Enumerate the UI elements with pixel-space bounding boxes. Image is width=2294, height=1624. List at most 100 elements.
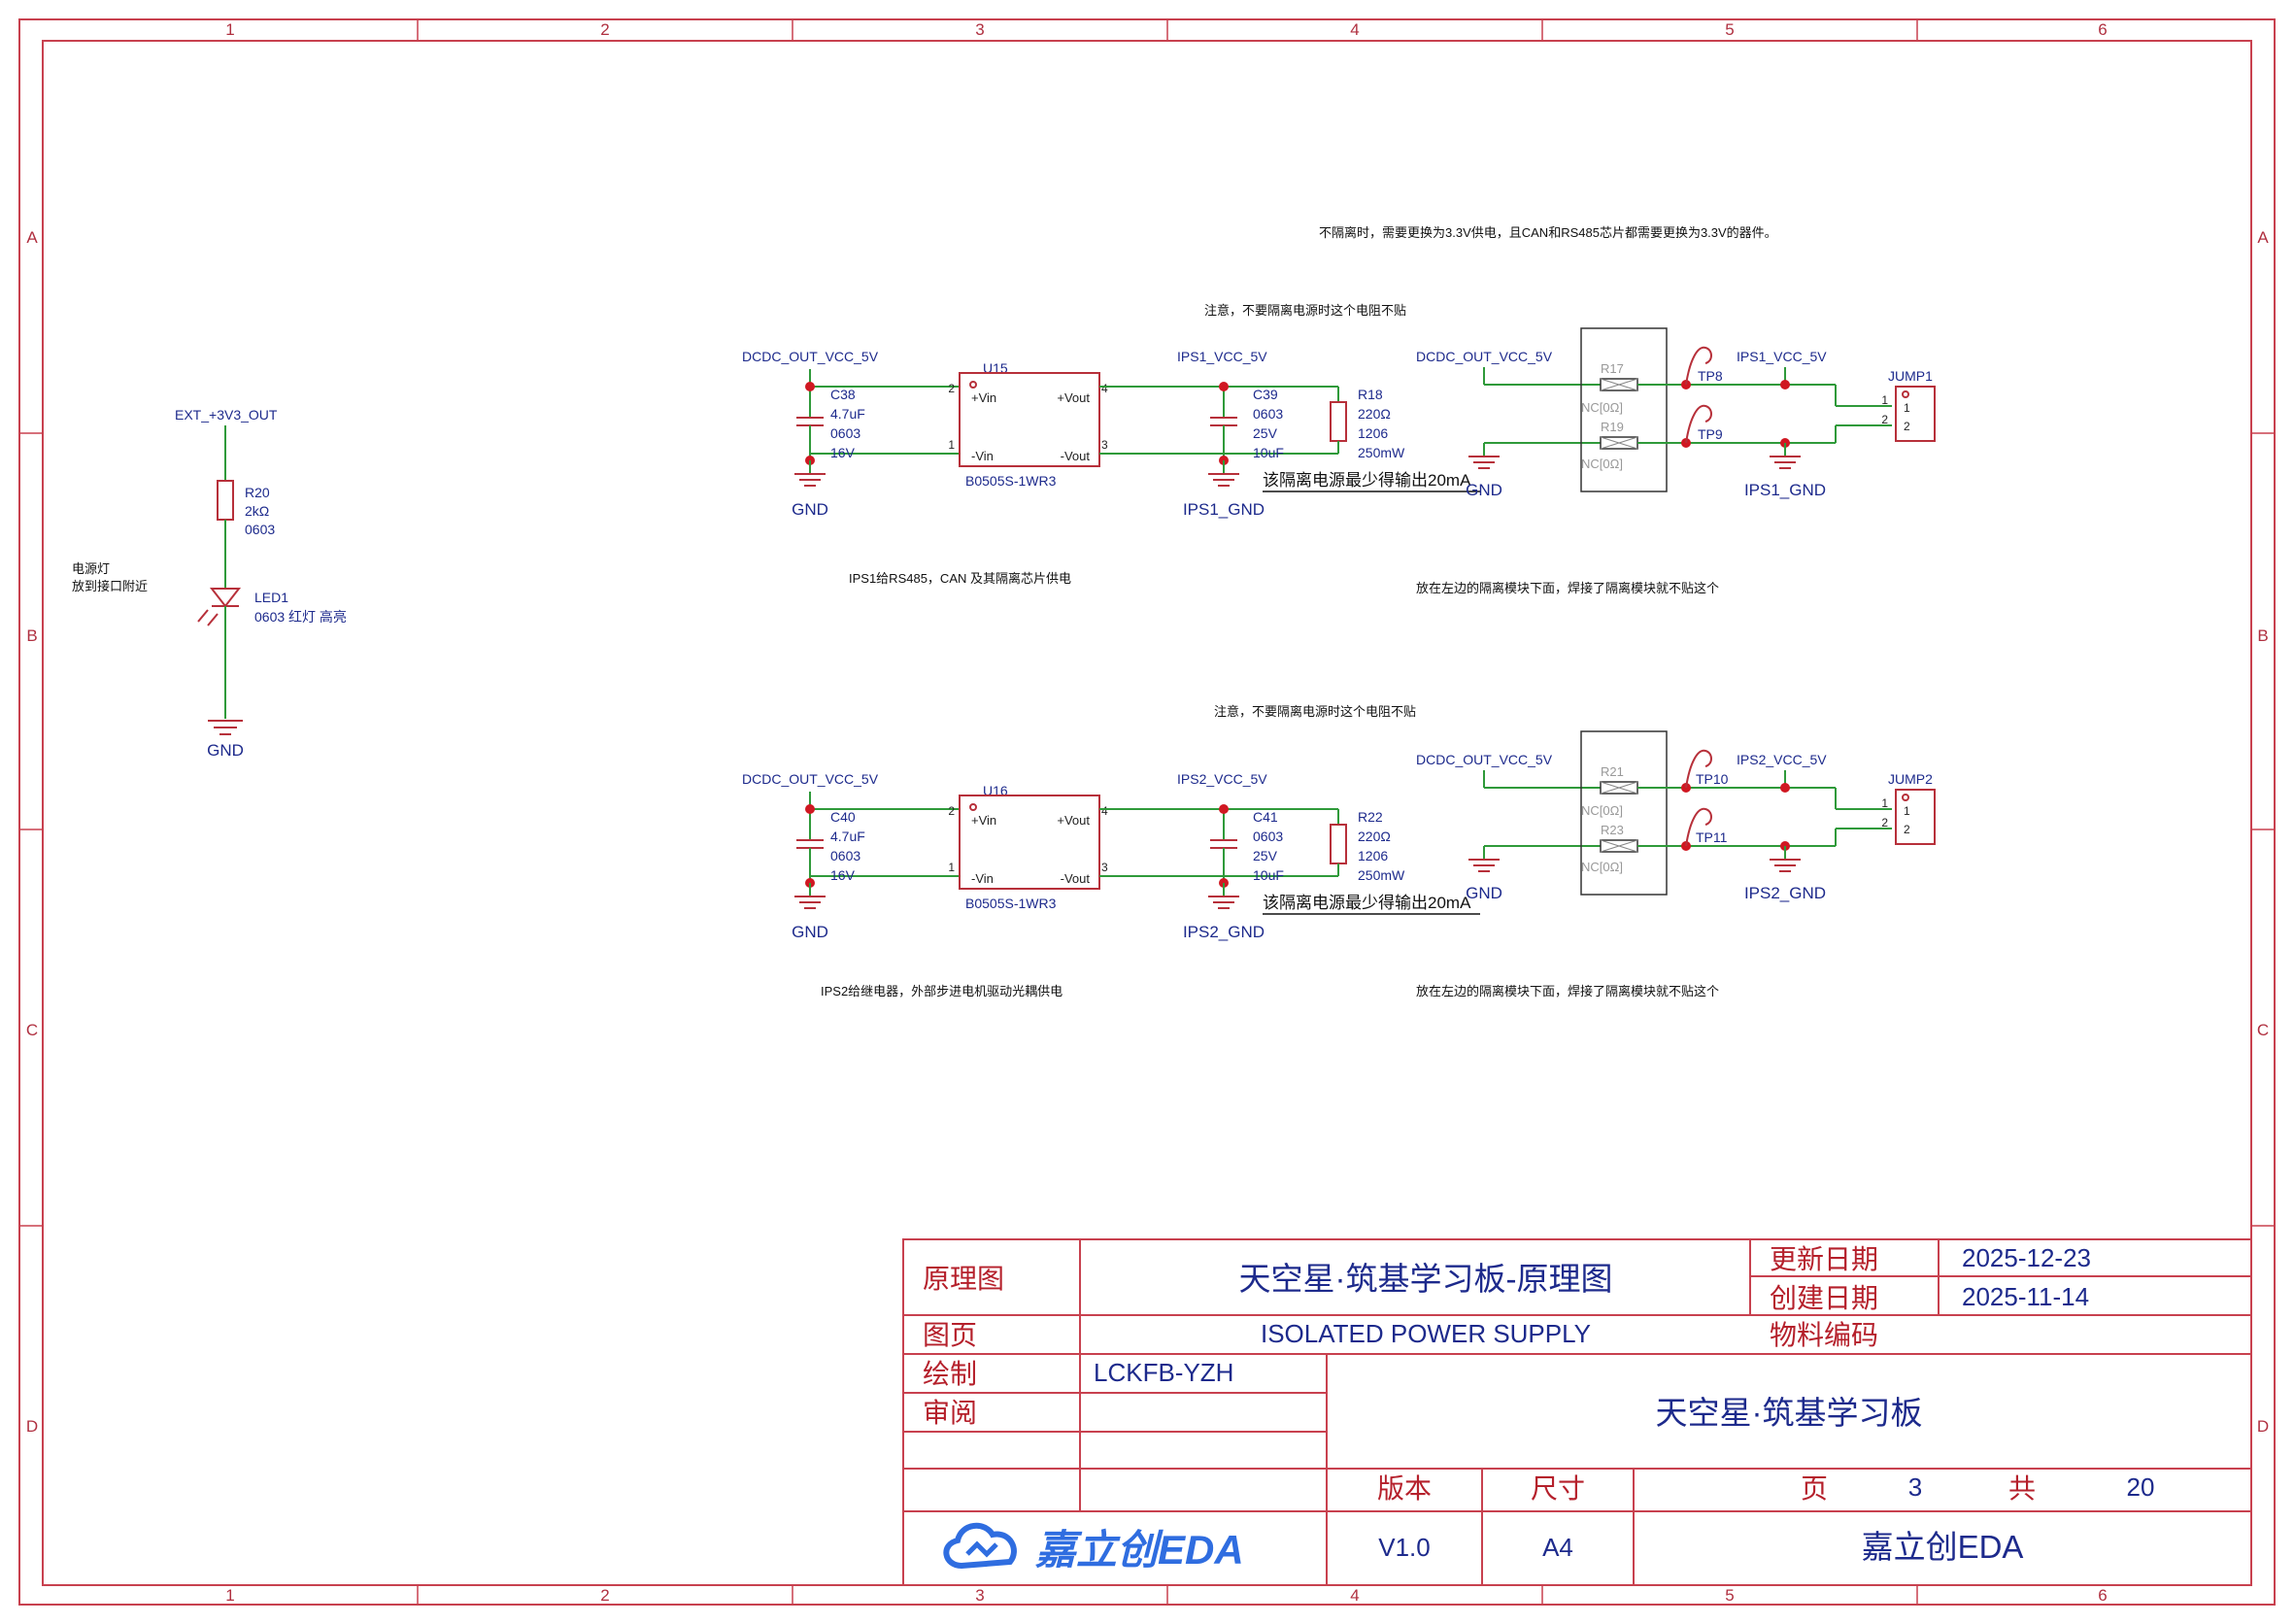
column-labels-top: 1 2 3 4 5 6 <box>225 20 2107 39</box>
part-value: 4.7uF <box>830 406 865 422</box>
outer-border <box>18 18 2276 1606</box>
note: IPS1给RS485，CAN 及其隔离芯片供电 <box>849 571 1071 586</box>
test-point-icon <box>1685 346 1712 386</box>
svg-text:1: 1 <box>948 438 955 452</box>
ref-designator: R22 <box>1358 809 1383 825</box>
part-value: NC[0Ω] <box>1581 400 1623 415</box>
title-block: 原理图 天空星·筑基学习板-原理图 更新日期 2025-12-23 创建日期 2… <box>902 1238 2252 1586</box>
row-label: C <box>2257 1021 2269 1039</box>
net-label: GND <box>1466 884 1502 902</box>
drawing-title: 天空星·筑基学习板-原理图 <box>1239 1261 1613 1297</box>
part-package: 25V <box>1253 848 1278 863</box>
svg-text:1: 1 <box>1881 393 1888 407</box>
title-block-label: 共 <box>2008 1473 2036 1504</box>
company-name: 嘉立创EDA <box>1862 1529 2024 1565</box>
title-block-label: 尺寸 <box>1531 1473 1585 1504</box>
title-block-label: 图页 <box>923 1320 977 1350</box>
row-label: B <box>26 626 37 645</box>
part-number: B0505S-1WR3 <box>965 896 1057 911</box>
col-label: 1 <box>225 1586 234 1605</box>
svg-text:2: 2 <box>948 382 955 395</box>
page-name: ISOLATED POWER SUPPLY <box>1261 1319 1591 1348</box>
part-package: 0603 <box>830 848 860 863</box>
part-value: 2kΩ <box>245 503 269 519</box>
ref-designator: R18 <box>1358 387 1383 402</box>
svg-text:+Vin: +Vin <box>971 390 996 405</box>
title-block-label: 物料编码 <box>1770 1320 1878 1350</box>
lceda-logo: 嘉立创EDA <box>943 1523 1244 1573</box>
note: 放在左边的隔离模块下面，焊接了隔离模块就不贴这个 <box>1416 581 1719 595</box>
version: V1.0 <box>1378 1533 1431 1562</box>
note: 电源灯 <box>72 561 110 576</box>
ref-designator: JUMP1 <box>1888 368 1933 384</box>
ref-designator: C41 <box>1253 809 1278 825</box>
net-label: IPS1_GND <box>1183 500 1265 519</box>
svg-text:-Vin: -Vin <box>971 449 994 463</box>
junction <box>805 804 815 814</box>
net-label: GND <box>207 741 244 760</box>
title-block-label: 创建日期 <box>1770 1283 1878 1313</box>
net-label: IPS2_VCC_5V <box>1177 771 1267 787</box>
col-label: 4 <box>1350 1586 1359 1605</box>
part-power: 250mW <box>1358 445 1405 460</box>
col-label: 2 <box>600 1586 609 1605</box>
svg-text:+Vout: +Vout <box>1057 390 1090 405</box>
ref-designator: TP9 <box>1698 426 1723 442</box>
svg-text:2: 2 <box>1881 413 1888 426</box>
isolated-supply-block-1: 注意，不要隔离电源时这个电阻不贴 DCDC_OUT_VCC_5V C38 4.7… <box>742 303 1936 595</box>
updated-date: 2025-12-23 <box>1962 1243 2091 1272</box>
svg-text:2: 2 <box>1881 816 1888 829</box>
column-labels-bottom: 1 2 3 4 5 6 <box>225 1586 2107 1605</box>
svg-text:4: 4 <box>1101 382 1108 395</box>
part-power: 250mW <box>1358 867 1405 883</box>
row-label: D <box>26 1417 38 1436</box>
note: 不隔离时，需要更换为3.3V供电，且CAN和RS485芯片都需要更换为3.3V的… <box>1319 225 1777 240</box>
part-value: NC[0Ω] <box>1581 860 1623 874</box>
net-label: GND <box>792 923 828 941</box>
net-label: GND <box>1466 481 1502 499</box>
ref-designator: C39 <box>1253 387 1278 402</box>
part-value: 4.7uF <box>830 829 865 844</box>
column-grid <box>417 19 1918 1605</box>
part-value: 220Ω <box>1358 406 1391 422</box>
part-voltage: 16V <box>830 867 856 883</box>
part-voltage: 10uF <box>1253 445 1284 460</box>
svg-text:1: 1 <box>948 861 955 874</box>
note: IPS2给继电器，外部步进电机驱动光耦供电 <box>821 984 1063 998</box>
junction <box>1780 783 1790 793</box>
resistor-r22 <box>1330 824 1347 864</box>
note: 注意，不要隔离电源时这个电阻不贴 <box>1204 303 1406 318</box>
svg-text:-Vin: -Vin <box>971 871 994 886</box>
svg-text:1: 1 <box>1881 796 1888 810</box>
net-label: EXT_+3V3_OUT <box>175 407 278 423</box>
svg-text:+Vout: +Vout <box>1057 813 1090 828</box>
col-label: 3 <box>975 1586 984 1605</box>
led-symbol <box>209 588 242 608</box>
svg-text:-Vout: -Vout <box>1061 449 1091 463</box>
net-label: DCDC_OUT_VCC_5V <box>1416 349 1553 364</box>
svg-text:+Vin: +Vin <box>971 813 996 828</box>
row-label: B <box>2257 626 2268 645</box>
cloud-icon <box>943 1523 1017 1570</box>
row-labels-left: A B C D <box>26 228 38 1436</box>
net-label: IPS2_GND <box>1183 923 1265 941</box>
part-package: 0603 <box>830 425 860 441</box>
dcdc-module-u16 <box>959 795 1100 890</box>
svg-text:3: 3 <box>1101 861 1108 874</box>
ref-designator: LED1 <box>254 590 288 605</box>
part-package: 0603 <box>245 522 275 537</box>
svg-text:1: 1 <box>1904 804 1910 818</box>
led-emission-icon <box>197 609 209 623</box>
part-number: B0505S-1WR3 <box>965 473 1057 489</box>
test-point-icon <box>1685 404 1712 444</box>
svg-text:2: 2 <box>1904 823 1910 836</box>
ref-designator: R20 <box>245 485 270 500</box>
net-label: IPS1_GND <box>1744 481 1826 499</box>
note: 注意，不要隔离电源时这个电阻不贴 <box>1214 704 1416 719</box>
test-point-icon <box>1685 749 1712 789</box>
col-label: 2 <box>600 20 609 39</box>
logo-text: 嘉立创EDA <box>1035 1527 1244 1573</box>
col-label: 3 <box>975 20 984 39</box>
junction <box>1780 380 1790 389</box>
